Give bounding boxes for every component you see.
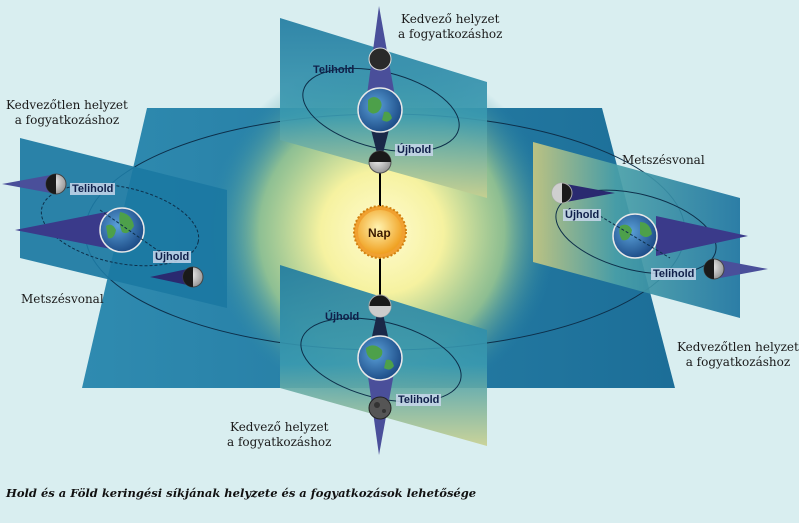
tag-right-new: Újhold bbox=[563, 209, 602, 221]
tag-bottom-new: Újhold bbox=[325, 311, 360, 323]
left-crossline-label: Metszésvonal bbox=[21, 292, 104, 306]
top-favorable-label: Kedvező helyzet a fogyatkozáshoz bbox=[398, 12, 502, 42]
moon-top-full bbox=[368, 47, 392, 71]
earth-top bbox=[357, 87, 403, 133]
moon-left-full bbox=[45, 173, 67, 195]
right-unfavorable-label: Kedvezőtlen helyzet a fogyatkozáshoz bbox=[677, 340, 799, 370]
sun bbox=[353, 205, 407, 259]
left-unfav-line1: Kedvezőtlen helyzet bbox=[6, 98, 128, 112]
moon-bottom-new bbox=[368, 294, 392, 318]
moon-bottom-full bbox=[368, 396, 392, 420]
tag-bottom-full: Telihold bbox=[396, 394, 442, 406]
tag-right-full: Telihold bbox=[651, 268, 697, 280]
moon-right-new bbox=[551, 182, 573, 204]
cone-left-far bbox=[2, 174, 56, 194]
left-unfavorable-label: Kedvezőtlen helyzet a fogyatkozáshoz bbox=[6, 98, 128, 128]
cone-left-near bbox=[150, 268, 192, 286]
cone-right-near bbox=[720, 260, 768, 278]
moon-top-new bbox=[368, 150, 392, 174]
bottom-fav-line1: Kedvező helyzet bbox=[230, 420, 329, 434]
tag-left-full: Telihold bbox=[70, 183, 116, 195]
moon-left-new bbox=[182, 266, 204, 288]
right-crossline-label: Metszésvonal bbox=[622, 153, 705, 167]
moon-right-full bbox=[703, 258, 725, 280]
crossline-right bbox=[599, 215, 671, 259]
top-fav-line2: a fogyatkozáshoz bbox=[398, 27, 503, 41]
right-unfav-line2: a fogyatkozáshoz bbox=[685, 355, 791, 369]
earth-bottom bbox=[357, 335, 403, 381]
left-unfav-line2: a fogyatkozáshoz bbox=[14, 113, 120, 127]
earth-left bbox=[99, 207, 145, 253]
moon-orbit-right bbox=[555, 189, 717, 275]
bottom-fav-line2: a fogyatkozáshoz bbox=[227, 435, 332, 449]
crossline-left bbox=[99, 209, 161, 253]
tag-left-new: Újhold bbox=[153, 251, 192, 263]
tag-top-new: Újhold bbox=[395, 144, 434, 156]
figure-caption: Hold és a Föld keringési síkjának helyze… bbox=[6, 486, 477, 500]
cone-left bbox=[15, 210, 116, 250]
bottom-favorable-label: Kedvező helyzet a fogyatkozáshoz bbox=[227, 420, 331, 450]
cone-right bbox=[656, 216, 748, 256]
top-fav-line1: Kedvező helyzet bbox=[401, 12, 500, 26]
sun-label: Nap bbox=[368, 226, 391, 240]
tag-top-full: Telihold bbox=[313, 64, 355, 76]
cone-right-far bbox=[566, 184, 615, 202]
earth-right bbox=[612, 213, 658, 259]
moon-orbit-left bbox=[40, 183, 200, 267]
right-unfav-line1: Kedvezőtlen helyzet bbox=[677, 340, 799, 354]
